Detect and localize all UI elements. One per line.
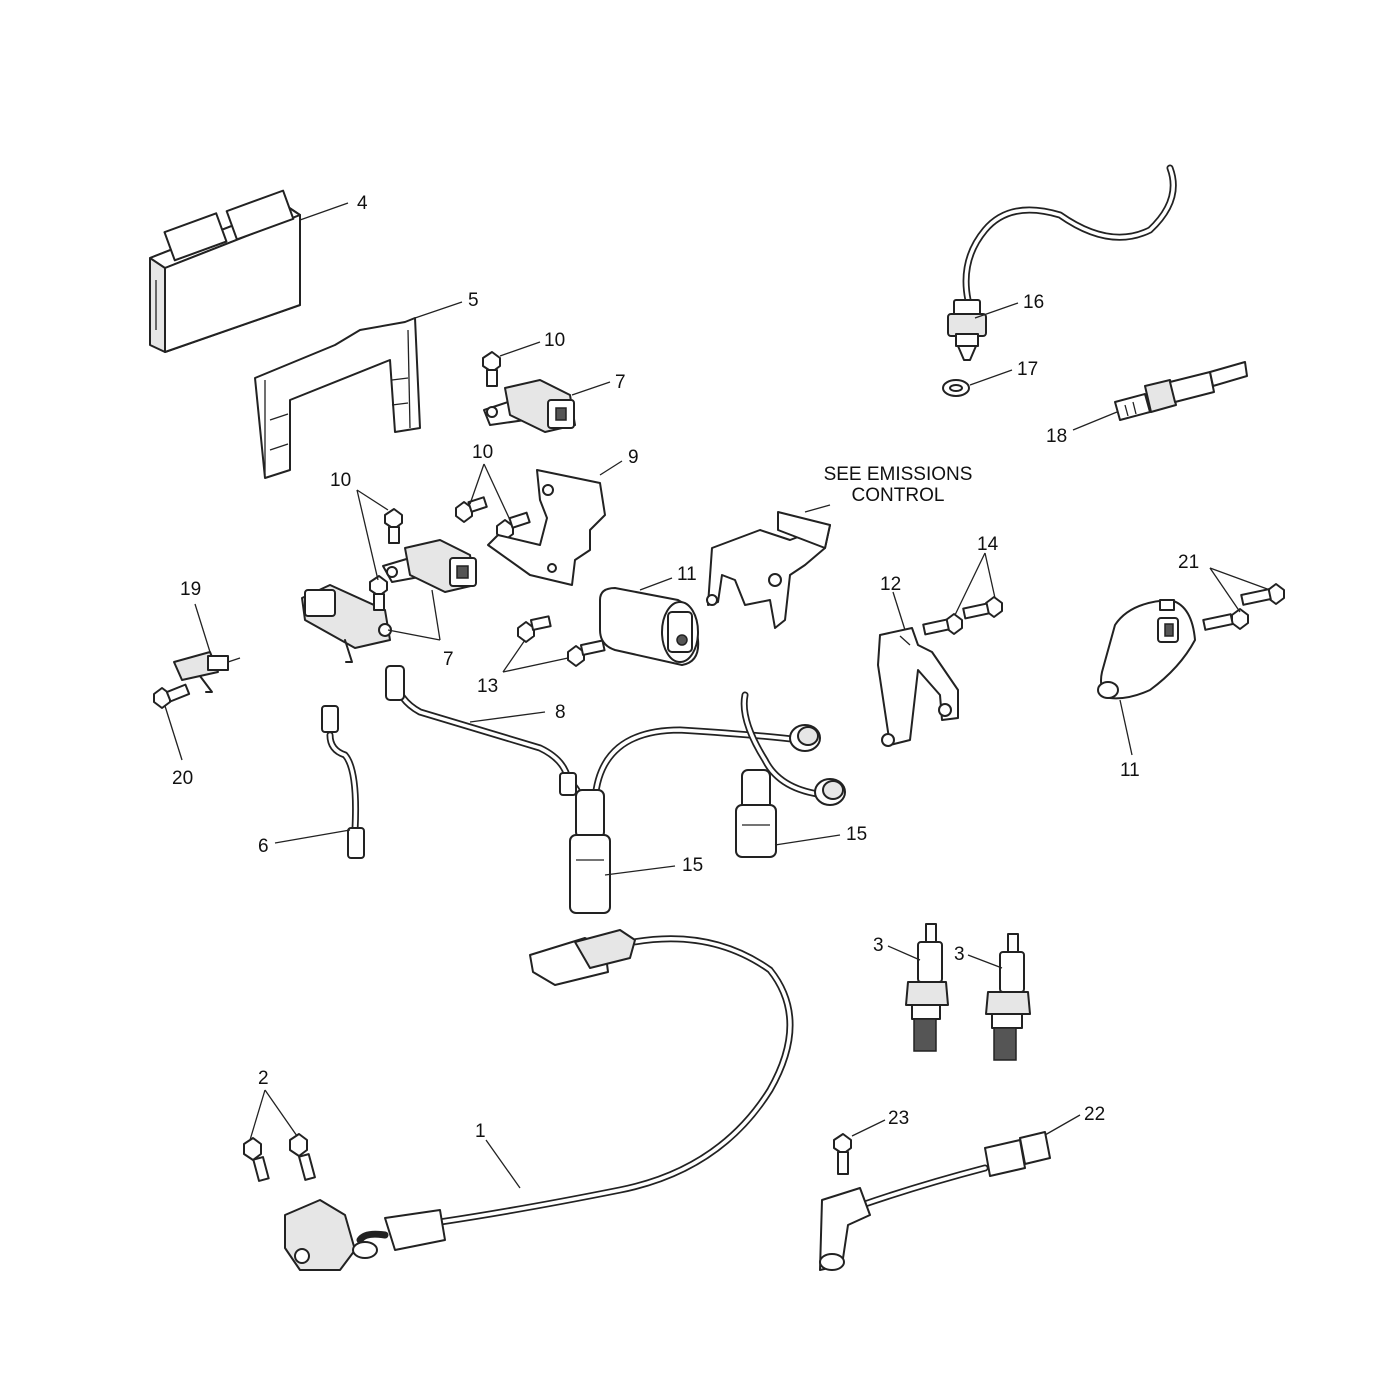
spark-plug-cap-left <box>569 789 611 914</box>
screw-10-mid <box>384 508 403 544</box>
callout-7-lower: 7 <box>443 649 454 670</box>
ht-cap-upper <box>789 724 821 752</box>
callout-17: 17 <box>1017 359 1038 380</box>
ignition-coil-center <box>599 587 700 666</box>
ht-cap-lower <box>814 778 846 806</box>
callout-7-top: 7 <box>615 372 626 393</box>
ht-lead-harness <box>385 665 829 814</box>
leader-lines <box>164 202 1271 1189</box>
oxygen-sensor <box>1114 361 1248 421</box>
screw-2-a <box>243 1137 270 1182</box>
screw-10-right-a <box>455 496 488 523</box>
ignition-coil-right <box>1097 599 1196 700</box>
coolant-temp-sensor <box>947 164 1177 361</box>
note-line-1: SEE EMISSIONS <box>824 464 973 485</box>
sensor-bracket <box>487 469 606 586</box>
callout-20: 20 <box>172 768 193 789</box>
callout-5: 5 <box>468 290 479 311</box>
spark-plug-cap-right <box>735 769 777 858</box>
spark-plug-a <box>905 923 949 1052</box>
throttle-position-sensor <box>284 929 794 1271</box>
callout-9: 9 <box>628 447 639 468</box>
ecm-bracket <box>254 317 421 479</box>
screw-21-b <box>1202 608 1249 631</box>
screw-23 <box>833 1133 852 1175</box>
screw-14-a <box>922 613 963 636</box>
callout-8: 8 <box>555 702 566 723</box>
screw-21-a <box>1240 583 1285 606</box>
map-sensor-upper <box>483 379 576 433</box>
note-line-2: CONTROL <box>852 485 945 506</box>
air-temp-sensor <box>173 651 241 693</box>
callout-11-center: 11 <box>677 564 697 585</box>
screw-2-b <box>289 1133 316 1181</box>
callout-21: 21 <box>1178 552 1199 573</box>
screw-10-lower <box>369 575 388 611</box>
emissions-bracket <box>706 511 831 629</box>
emissions-note: SEE EMISSIONS CONTROL <box>824 464 973 506</box>
screw-13-a <box>517 615 552 643</box>
callout-11-right: 11 <box>1120 760 1140 781</box>
coil-bracket <box>877 627 959 747</box>
callout-4: 4 <box>357 193 368 214</box>
screw-14-b <box>962 596 1003 620</box>
callout-15-right: 15 <box>846 824 867 845</box>
callout-18: 18 <box>1046 426 1067 447</box>
ecm-unit <box>149 189 301 353</box>
sealing-washer <box>942 379 970 397</box>
callout-labels: 4 5 10 7 9 10 10 7 11 13 12 14 21 11 19 … <box>172 193 1199 1142</box>
screw-20 <box>153 683 191 709</box>
callout-1: 1 <box>475 1121 486 1142</box>
callout-13: 13 <box>477 676 498 697</box>
map-sensor-lower <box>382 539 477 593</box>
spark-plug-b <box>985 933 1031 1061</box>
screw-10-top <box>482 351 501 387</box>
screw-13-b <box>567 639 606 667</box>
callout-14: 14 <box>977 534 999 555</box>
callout-3-left: 3 <box>873 935 884 956</box>
callout-19: 19 <box>180 579 201 600</box>
callout-22: 22 <box>1084 1104 1105 1125</box>
callout-3-right: 3 <box>954 944 965 965</box>
callout-16: 16 <box>1023 292 1044 313</box>
callout-10-left: 10 <box>330 470 351 491</box>
callout-10-top: 10 <box>544 330 565 351</box>
callout-12: 12 <box>880 574 901 595</box>
callout-6: 6 <box>258 836 269 857</box>
sensor-lead <box>321 705 365 859</box>
callout-15-left: 15 <box>682 855 703 876</box>
callout-2: 2 <box>258 1068 269 1089</box>
callout-10-right: 10 <box>472 442 493 463</box>
callout-23: 23 <box>888 1108 909 1129</box>
crank-position-sensor <box>819 1131 1051 1271</box>
